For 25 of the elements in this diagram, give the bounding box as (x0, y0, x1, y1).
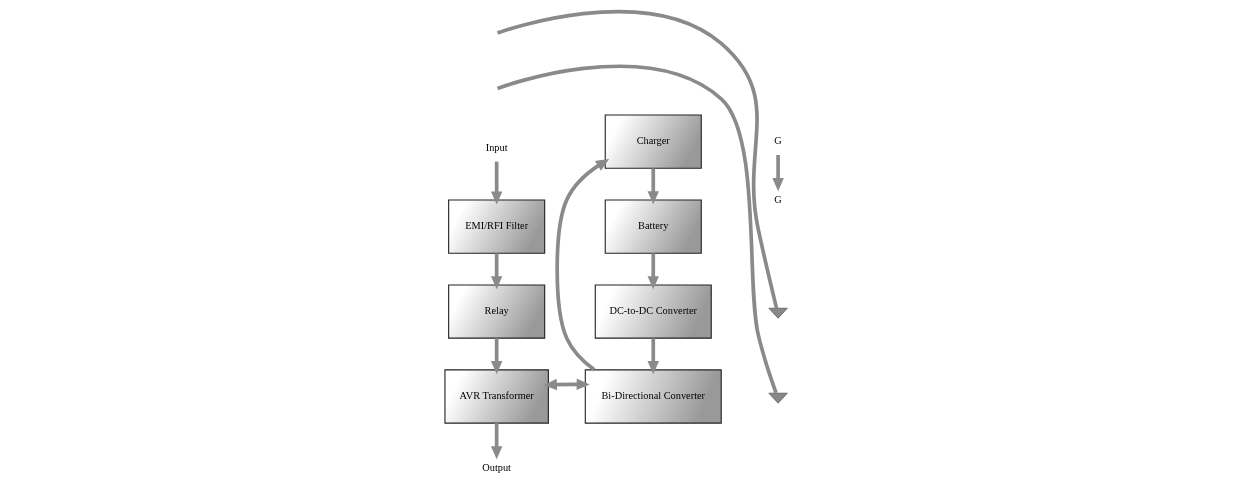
arrow (490, 338, 502, 375)
arrow (554, 158, 609, 372)
node-text: G (773, 135, 782, 147)
connector (496, 64, 778, 394)
node-box: EMI/RFI Filter (447, 199, 545, 254)
node-text: Output (481, 461, 511, 473)
node-text: Input (485, 142, 508, 154)
arrow (647, 338, 659, 375)
node-box: Battery (604, 199, 702, 254)
node-text: G (773, 193, 782, 205)
arrow (647, 168, 659, 205)
node-ground (768, 307, 788, 319)
arrow (647, 253, 659, 290)
node-box: DC-to-DC Converter (594, 284, 712, 339)
node-box: Relay (447, 284, 545, 339)
node-box: AVR Transformer (443, 369, 549, 424)
arrow (490, 253, 502, 290)
node-box: Charger (604, 114, 702, 169)
node-box: Bi-Directional Converter (584, 369, 722, 424)
arrow (490, 423, 502, 460)
connector (496, 10, 778, 309)
arrow (543, 378, 590, 391)
arrow (490, 161, 502, 205)
arrow (771, 155, 784, 192)
node-ground (768, 392, 788, 404)
